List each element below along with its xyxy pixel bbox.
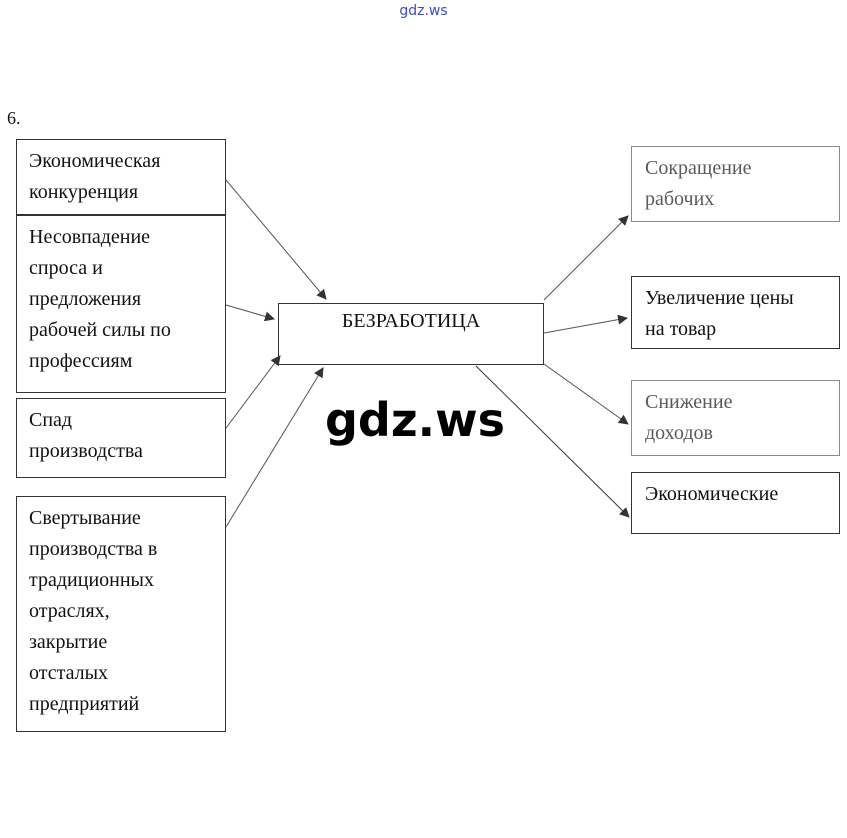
cause-label: Спад производства — [29, 409, 143, 462]
effect-box-income-decrease: Снижение доходов — [631, 380, 840, 456]
arrow-center-to-layoffs — [543, 215, 629, 301]
effect-box-layoffs: Сокращение рабочих — [631, 146, 840, 222]
cause-box-mismatch: Несовпадение спроса и предложения рабоче… — [16, 215, 226, 393]
arrow-competition-to-center — [225, 179, 327, 300]
arrow-closure-to-center — [225, 367, 324, 528]
effect-box-price-increase: Увеличение цены на товар — [631, 276, 840, 349]
arrow-center-to-economic — [475, 365, 630, 518]
arrow-decline-to-center — [225, 355, 281, 429]
cause-box-closure: Свертывание производства в традиционных … — [16, 496, 226, 732]
cause-box-decline: Спад производства — [16, 398, 226, 478]
cause-label: Экономическая конкуренция — [29, 150, 161, 203]
cause-label: Свертывание производства в традиционных … — [29, 507, 158, 715]
center-label: БЕЗРАБОТИЦА — [341, 310, 481, 332]
watermark-center: gdz.ws — [325, 393, 505, 447]
watermark-top: gdz.ws — [399, 3, 448, 19]
cause-box-competition: Экономическая конкуренция — [16, 139, 226, 215]
effect-label: Увеличение цены на товар — [645, 287, 794, 340]
effect-label: Экономические — [645, 483, 779, 505]
effect-box-economic: Экономические — [631, 472, 840, 534]
cause-label: Несовпадение спроса и предложения рабоче… — [29, 226, 171, 372]
arrow-center-to-income — [543, 363, 629, 425]
arrow-mismatch-to-center — [225, 304, 275, 322]
effect-label: Сокращение рабочих — [645, 157, 752, 210]
center-box-unemployment: БЕЗРАБОТИЦА — [278, 303, 544, 365]
task-number: 6. — [7, 108, 21, 128]
effect-label: Снижение доходов — [645, 391, 733, 444]
arrow-center-to-price — [543, 314, 628, 334]
